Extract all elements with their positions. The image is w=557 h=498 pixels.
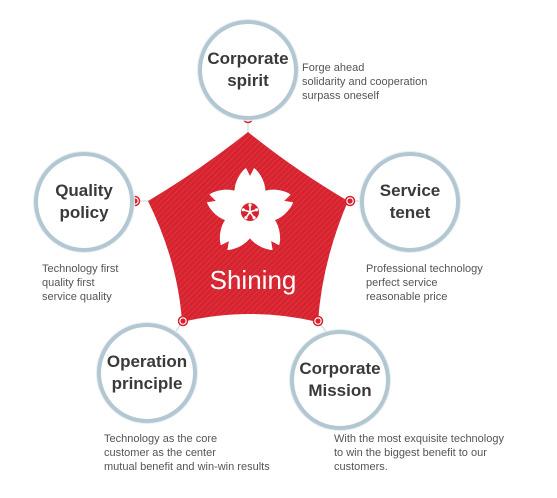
node-title-line: policy [59,203,109,222]
node-title-line: spirit [227,71,269,90]
node-title-line: Service [379,181,441,200]
desc-quality-policy: Technology first quality first service q… [42,262,118,304]
node-quality-policy: Quality policy [34,152,134,252]
desc-corporate-mission: With the most exquisite technology to wi… [334,432,504,474]
center-label: Shining [209,265,297,295]
desc-line: solidarity and cooperation [302,76,428,88]
node-title-line: Operation [106,352,188,371]
desc-line: Professional technology [366,263,483,275]
desc-line: surpass oneself [302,90,380,102]
desc-line: service quality [42,291,112,303]
node-title-line: tenet [389,203,431,222]
desc-line: reasonable price [366,291,448,303]
flower-icon [206,168,294,250]
desc-line: Technology first [42,263,119,275]
desc-line: mutual benefit and win-win results [104,461,270,473]
desc-line: quality first [42,277,95,289]
node-title-line: Quality [55,181,113,200]
desc-line: customer as the center [104,447,216,459]
desc-line: Forge ahead [302,62,365,74]
desc-line: perfect service [366,277,438,289]
node-service-tenet: Service tenet [360,152,460,252]
node-corporate-spirit: Corporate spirit [198,20,298,120]
desc-operation-principle: Technology as the core customer as the c… [104,432,270,474]
node-title-line: Mission [308,381,372,400]
desc-line: customers. [334,461,388,473]
desc-service-tenet: Professional technology perfect service … [366,262,483,304]
node-operation-principle: Operation principle [97,323,197,423]
node-title-line: Corporate [207,49,289,68]
desc-line: With the most exquisite technology [334,433,504,445]
node-title-line: Corporate [299,359,381,378]
desc-line: Technology as the core [104,433,218,445]
node-title-line: principle [111,374,183,393]
node-corporate-mission: Corporate Mission [290,330,390,430]
desc-corporate-spirit: Forge ahead solidarity and cooperation s… [302,61,427,103]
desc-line: to win the biggest benefit to our [334,447,487,459]
